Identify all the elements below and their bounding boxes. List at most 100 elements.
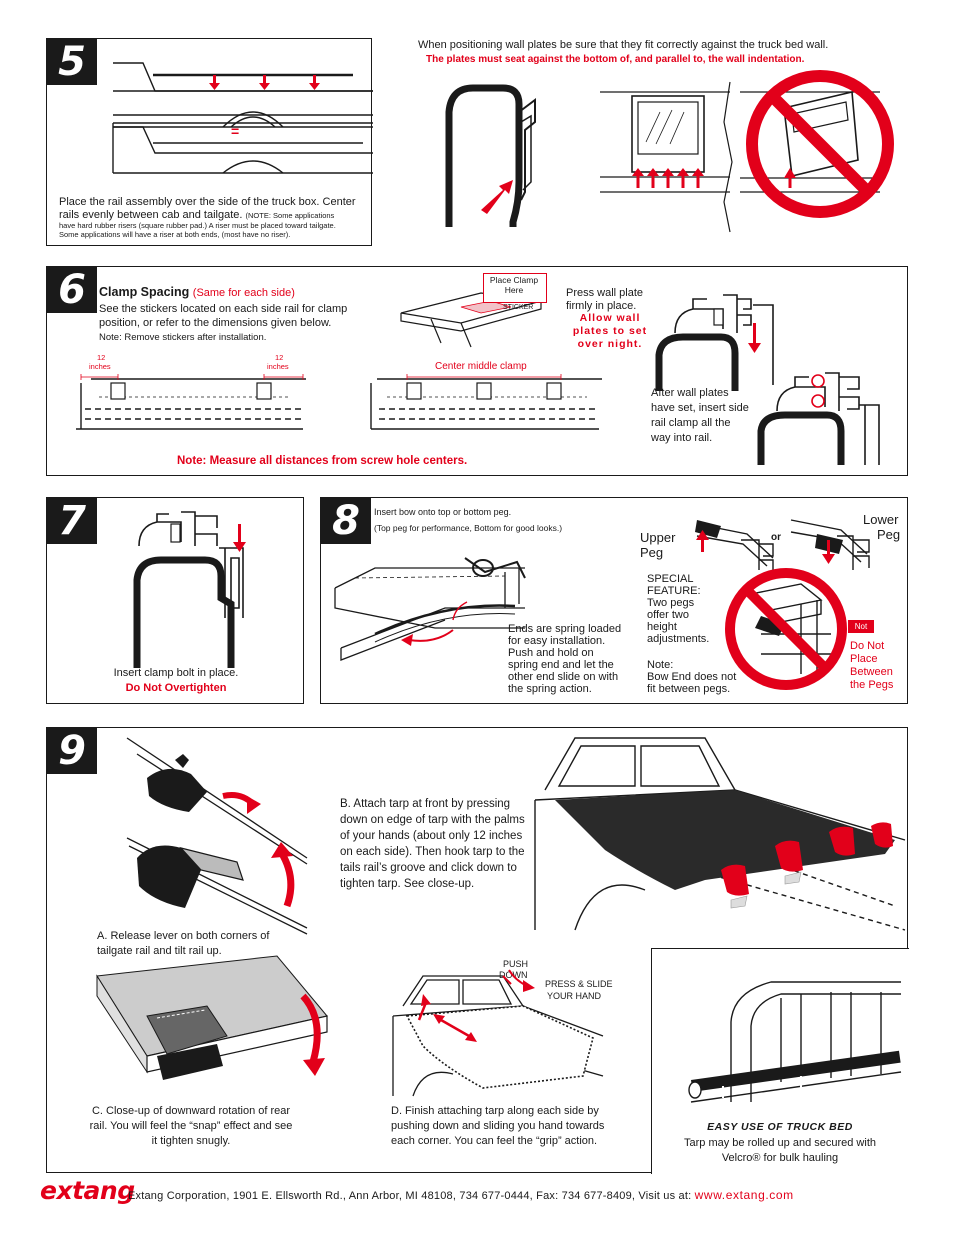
step8-lower-2: Peg: [877, 527, 901, 542]
step6-rail-left-illustration: [76, 374, 306, 430]
step6-after-line3: rail clamp all the: [651, 417, 731, 429]
step7-clamp-bolt-illustration: [133, 511, 246, 668]
step6-sticker-line1: Place Clamp: [489, 275, 539, 285]
step8-no-between-pegs-illustration: [725, 568, 847, 690]
step6-after-line2: have set, insert side: [651, 402, 749, 414]
step8-donot-1: Do Not: [850, 640, 885, 652]
step5-body-line1: Place the rail assembly over the side of…: [59, 196, 356, 208]
step6-center-label: Center middle clamp: [435, 361, 527, 372]
step6-press-line2: firmly in place.: [566, 300, 637, 312]
step8-ends-1: Ends are spring loaded: [508, 623, 622, 635]
step6-title-note: (Same for each side): [192, 287, 295, 299]
step5-equal-sign: =: [231, 123, 240, 139]
step8-ends-3: Push and hold on: [508, 647, 594, 659]
step8-lower-peg-illustration: [790, 519, 870, 570]
step9-c-2: rail. You will feel the “snap” effect an…: [89, 1120, 293, 1132]
step8-donot-3: Between: [850, 666, 893, 678]
step8-special-4: offer two: [647, 609, 689, 621]
step6-clamp-insert-illustration: [757, 372, 880, 465]
step6-sticker-box: [483, 273, 547, 303]
footer-logo: extang: [40, 1176, 135, 1205]
step9-c-3: it tighten snugly.: [151, 1135, 231, 1147]
step8-note-3: fit between pegs.: [647, 683, 731, 695]
step9-finish-tarp-truck-illustration: [392, 969, 604, 1097]
step8-note-2: Bow End does not: [647, 671, 737, 683]
step8-or: or: [771, 532, 781, 543]
footer-address: Extang Corporation, 1901 E. Ellsworth Rd…: [128, 1190, 692, 1202]
step6-body-line1: See the stickers located on each side ra…: [99, 303, 348, 315]
step9-b-5: tails rail’s groove and click down to: [340, 862, 517, 874]
step9-panel: 9 A. Release lever on both corners of ta…: [46, 727, 909, 1174]
wall-plate-correct-illustration: [600, 81, 733, 233]
step9-press-2: YOUR HAND: [547, 991, 602, 1001]
wall-plate-incorrect-illustration: [740, 70, 894, 218]
step8-special-1: SPECIAL: [647, 573, 694, 585]
step6-title: Clamp Spacing: [99, 285, 190, 299]
step9-b-1: B. Attach tarp at front by pressing: [340, 798, 511, 810]
step6-allow-line3: over night.: [577, 338, 643, 350]
step6-body-line2: position, or refer to the dimensions giv…: [99, 317, 332, 329]
step8-upper-peg-illustration: [695, 520, 774, 570]
step9-d-1: D. Finish attaching tarp along each side…: [391, 1105, 599, 1117]
step6-body-line3: Note: Remove stickers after installation…: [99, 332, 267, 343]
step8-special-3: Two pegs: [647, 597, 695, 609]
step8-panel: 8 Insert bow onto top or bottom peg. (To…: [320, 497, 908, 704]
step8-lower-1: Lower: [863, 512, 899, 527]
step9-release-lever-illustration: [126, 737, 308, 935]
step9-a-2: tailgate rail and tilt rail up.: [97, 945, 222, 957]
step9-b-6: tighten tarp. See close-up.: [340, 878, 475, 890]
step8-not-tag-label: Not: [854, 622, 868, 631]
step8-upper-2: Peg: [640, 545, 664, 560]
step6-dim-right-2: inches: [267, 362, 289, 371]
step6-sticker-label: STICKER: [503, 304, 534, 311]
step8-donot-4: the Pegs: [850, 679, 894, 691]
step6-number: 6: [47, 267, 97, 313]
step6-sticker-line2: Here: [504, 285, 524, 295]
step8-ends-2: for easy installation.: [508, 635, 606, 647]
step8-not-tag: [848, 620, 874, 633]
wall-plate-profile-illustration: [445, 84, 536, 227]
step7-number: 7: [47, 498, 97, 544]
step9-closeup-rotation-illustration: [96, 955, 328, 1080]
step6-dim-left-2: inches: [89, 362, 111, 371]
step8-ends-4: spring end and let the: [508, 659, 614, 671]
step6-press-line1: Press wall plate: [566, 287, 644, 299]
step6-dim-left-1: 12: [97, 353, 106, 362]
step9-easy-1: Tarp may be rolled up and secured with: [684, 1137, 876, 1149]
step5-note-line1: (NOTE: Some applications: [245, 211, 335, 220]
step8-special-5: height: [647, 621, 677, 633]
step6-wall-plate-press-illustration: [655, 294, 774, 391]
step9-press-1: PRESS & SLIDE: [545, 979, 613, 989]
step6-sticker-rail-illustration: [400, 292, 542, 348]
step5-note-line2: have hard rubber risers (square rubber p…: [59, 221, 336, 230]
step6-allow-line1: Allow wall: [579, 312, 641, 324]
step5-body-line2: rails evenly between cab and tailgate.: [59, 209, 243, 221]
step9-d-3: each corner. You can feel the “grip” act…: [391, 1135, 598, 1147]
step9-a-1: A. Release lever on both corners of: [97, 930, 270, 942]
footer-url-link[interactable]: www.extang.com: [694, 1188, 794, 1202]
step6-after-line1: After wall plates: [651, 387, 729, 399]
step8-number: 8: [321, 498, 371, 544]
step9-d-2: pushing down and sliding you hand toward…: [391, 1120, 605, 1132]
step9-c-1: C. Close-up of downward rotation of rear: [91, 1105, 291, 1117]
step9-attach-tarp-truck-illustration: [534, 737, 906, 931]
step6-measure-note: Note: Measure all distances from screw h…: [177, 455, 468, 467]
step6-title-wrap: Clamp Spacing (Same for each side): [99, 286, 295, 300]
step9-b-3: of your hands (about only 12 inches: [340, 830, 523, 842]
footer-address-line: Extang Corporation, 1901 E. Ellsworth Rd…: [128, 1188, 794, 1202]
step6-rail-center-illustration: [370, 374, 602, 430]
step5-intro-line2: The plates must seat against the bottom …: [426, 54, 805, 65]
step9-easy-use-rolled-tarp-illustration: [688, 981, 902, 1103]
step9-number: 9: [47, 728, 97, 774]
step6-after-line4: way into rail.: [651, 432, 713, 444]
step9-b-2: down on edge of tarp with the palms: [340, 814, 525, 826]
step8-special-2: FEATURE:: [647, 585, 701, 597]
step7-line2: Do Not Overtighten: [125, 682, 227, 694]
step9-push-1: PUSH: [503, 959, 529, 969]
step6-panel: 6 Clamp Spacing (Same for each side) See…: [46, 266, 908, 476]
step8-bow-install-illustration: [334, 557, 526, 661]
step8-special-6: adjustments.: [647, 633, 710, 645]
step8-instr-line1: Insert bow onto top or bottom peg.: [374, 507, 512, 517]
step8-upper-1: Upper: [640, 530, 676, 545]
step6-dim-right-1: 12: [275, 353, 284, 362]
